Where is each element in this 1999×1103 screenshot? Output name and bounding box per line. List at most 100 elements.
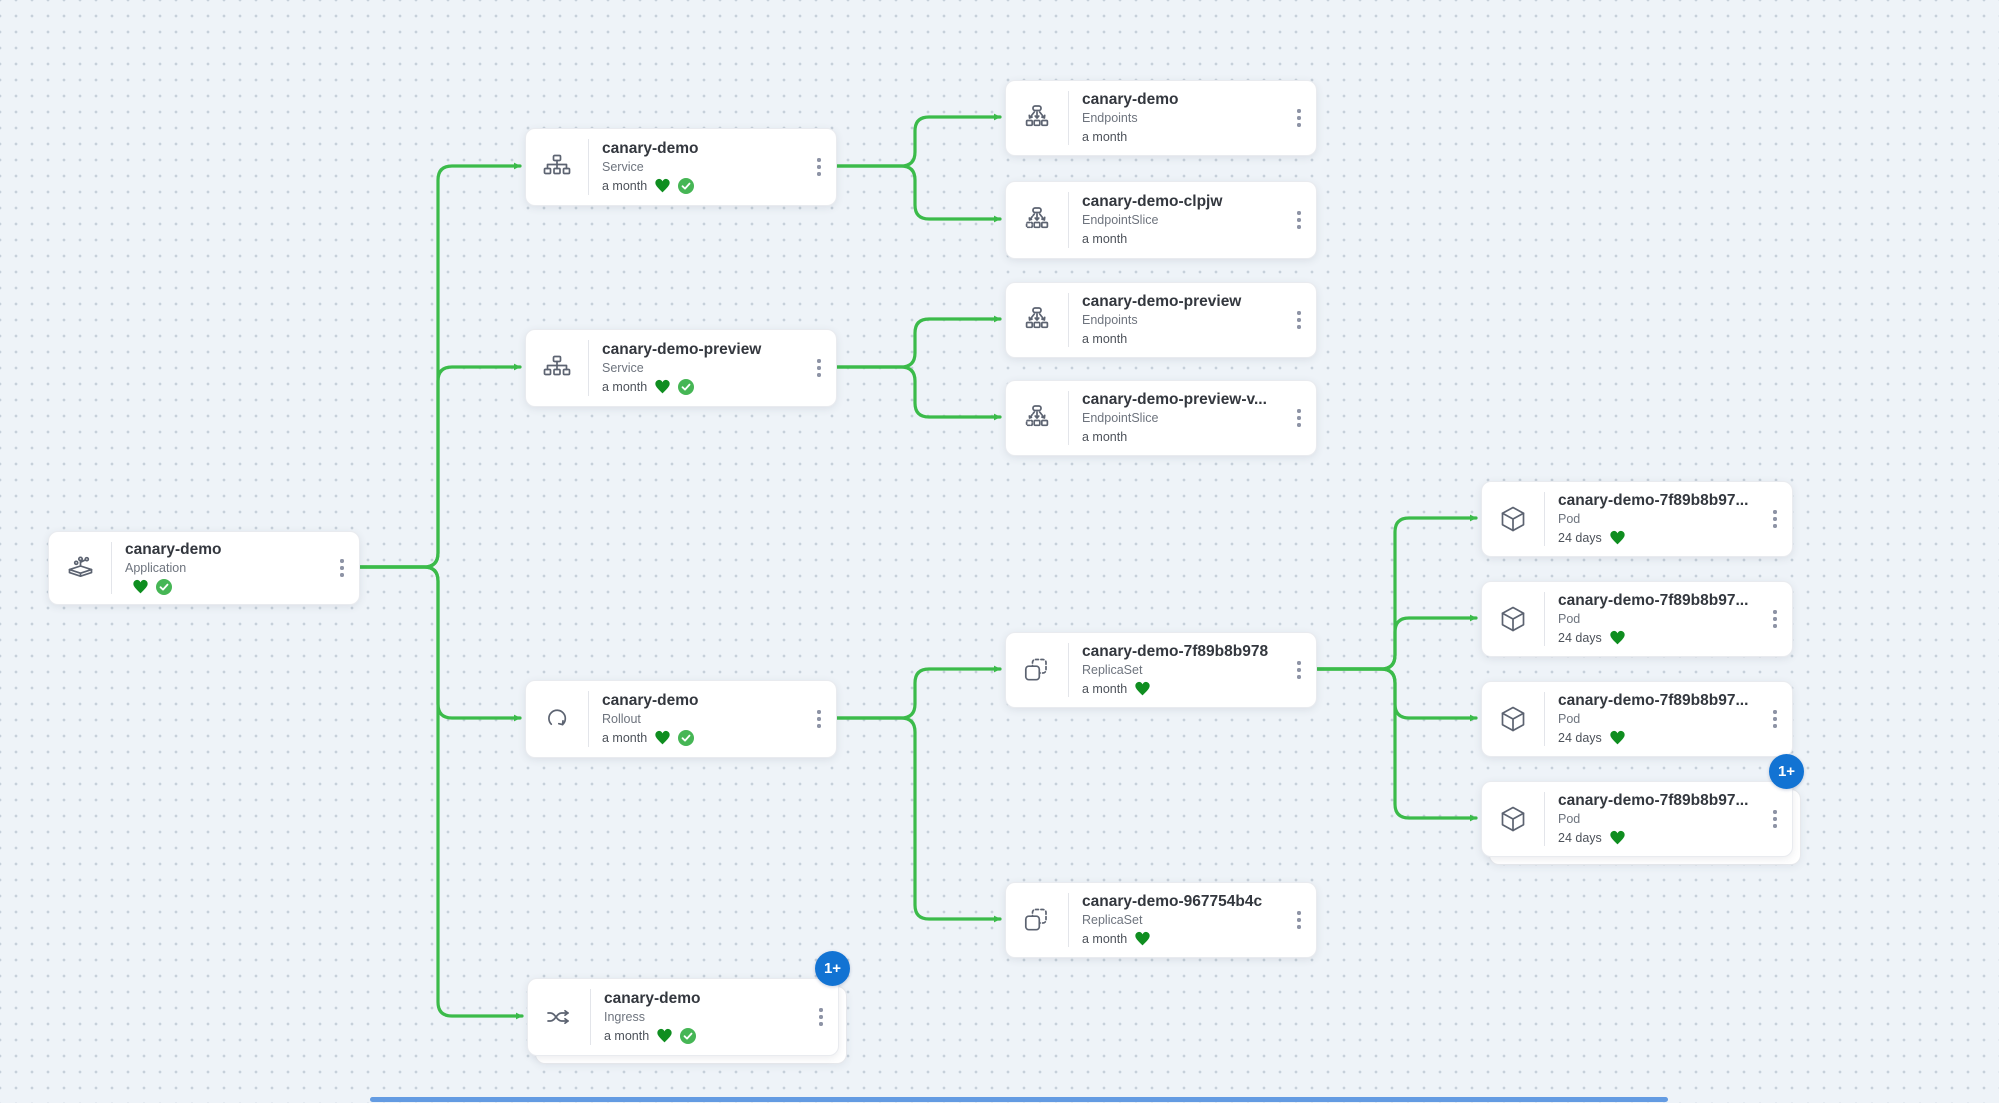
- tree-edge: [833, 164, 1002, 223]
- resource-age: a month: [602, 379, 648, 394]
- endpointslice-icon: [1006, 182, 1068, 258]
- kebab-menu-button[interactable]: [802, 330, 836, 406]
- resource-kind: Service: [602, 361, 644, 375]
- resource-name: canary-demo-7f89b8b97...: [1558, 592, 1749, 609]
- kebab-menu-button[interactable]: [1758, 682, 1792, 756]
- tree-edge: [833, 716, 1002, 923]
- pod-icon: [1482, 482, 1544, 556]
- kebab-menu-button[interactable]: [1758, 582, 1792, 656]
- health-heart-icon: [1609, 630, 1626, 645]
- synced-check-icon: [680, 1027, 697, 1044]
- health-heart-icon: [1609, 530, 1626, 545]
- kebab-menu-button[interactable]: [1282, 81, 1316, 155]
- card-divider: [588, 340, 589, 396]
- resource-kind: Ingress: [604, 1010, 645, 1024]
- health-heart-icon: [132, 579, 149, 594]
- service-icon: [526, 330, 588, 406]
- resource-name: canary-demo: [602, 140, 699, 157]
- kebab-menu-button[interactable]: [325, 532, 359, 604]
- endpoints-icon: [1006, 81, 1068, 155]
- card-divider: [588, 691, 589, 747]
- more-items-count-badge[interactable]: 1+: [815, 951, 850, 986]
- card-divider: [1068, 893, 1069, 947]
- resource-name: canary-demo: [1082, 91, 1179, 108]
- card-divider: [1068, 293, 1069, 347]
- replicaset-icon: [1006, 633, 1068, 707]
- replicaset-icon: [1006, 883, 1068, 957]
- kebab-menu-button[interactable]: [1282, 182, 1316, 258]
- resource-age: 24 days: [1558, 630, 1602, 645]
- kebab-menu-button[interactable]: [802, 681, 836, 757]
- resource-name: canary-demo-967754b4c: [1082, 893, 1263, 910]
- resource-age: a month: [602, 730, 648, 745]
- card-divider: [1544, 492, 1545, 546]
- resource-age: a month: [1082, 331, 1128, 346]
- resource-age: 24 days: [1558, 730, 1602, 745]
- health-heart-icon: [654, 178, 671, 193]
- pod-icon: [1482, 582, 1544, 656]
- endpointslice-icon: [1006, 381, 1068, 455]
- pod-icon: [1482, 682, 1544, 756]
- application-icon: [49, 532, 111, 604]
- kebab-menu-button[interactable]: [1758, 482, 1792, 556]
- kebab-menu-button[interactable]: [1282, 381, 1316, 455]
- card-divider: [1544, 692, 1545, 746]
- card-divider: [1068, 643, 1069, 697]
- synced-check-icon: [156, 578, 172, 595]
- resource-kind: Pod: [1558, 512, 1581, 526]
- kebab-menu-button[interactable]: [1282, 883, 1316, 957]
- kebab-menu-button[interactable]: [1282, 283, 1316, 357]
- resource-age: a month: [1082, 129, 1128, 144]
- health-heart-icon: [1609, 830, 1626, 845]
- card-divider: [1068, 91, 1069, 145]
- pod-icon: [1482, 782, 1544, 856]
- resource-kind: Pod: [1558, 612, 1581, 626]
- resource-node-pod[interactable]: canary-demo-7f89b8b97... Pod 24 days: [1481, 581, 1793, 657]
- more-items-count-badge[interactable]: 1+: [1769, 754, 1804, 789]
- health-heart-icon: [1134, 681, 1151, 696]
- tree-edge: [833, 365, 1002, 421]
- card-divider: [1068, 391, 1069, 445]
- horizontal-scrollbar-thumb[interactable]: [370, 1097, 1668, 1102]
- resource-name: canary-demo-preview: [1082, 293, 1242, 310]
- card-divider: [1068, 192, 1069, 248]
- health-heart-icon: [654, 730, 671, 745]
- resource-kind: Endpoints: [1082, 313, 1138, 327]
- resource-kind: ReplicaSet: [1082, 663, 1143, 677]
- kebab-menu-button[interactable]: [1282, 633, 1316, 707]
- resource-kind: Pod: [1558, 812, 1581, 826]
- kebab-menu-button[interactable]: [802, 129, 836, 205]
- kebab-menu-button[interactable]: [1758, 782, 1792, 856]
- resource-info: canary-demo-7f89b8b97... Pod 24 days: [1545, 584, 1758, 654]
- resource-kind: EndpointSlice: [1082, 411, 1159, 425]
- resource-name: canary-demo-clpjw: [1082, 193, 1223, 210]
- resource-age: a month: [1082, 681, 1128, 696]
- kebab-menu-button[interactable]: [804, 979, 838, 1055]
- synced-check-icon: [678, 729, 695, 746]
- resource-age: a month: [1082, 429, 1128, 444]
